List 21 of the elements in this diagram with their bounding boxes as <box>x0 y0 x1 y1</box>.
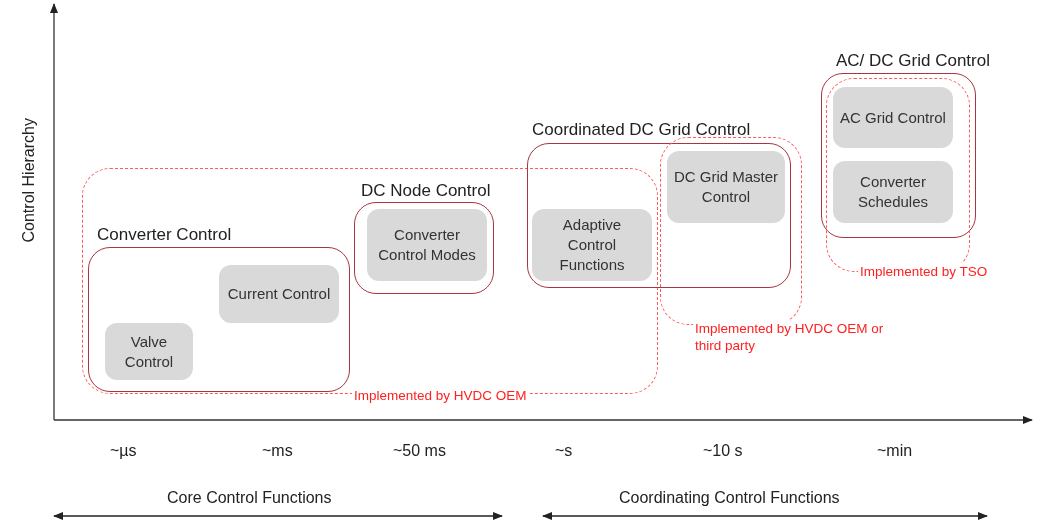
range-label: Coordinating Control Functions <box>619 489 840 507</box>
axis-title: Control Hierarchy <box>20 118 38 243</box>
process-box: Converter Control Modes <box>367 209 487 281</box>
process-box: Valve Control <box>105 323 193 380</box>
process-box: Adaptive Control Functions <box>532 209 652 281</box>
tick-label: ~50 ms <box>393 442 446 460</box>
tick-label: ~s <box>555 442 573 460</box>
tick-label: ~µs <box>110 442 137 460</box>
group-heading: Coordinated DC Grid Control <box>532 120 751 140</box>
tick-label: ~min <box>877 442 913 460</box>
region-label: Implemented by TSO <box>858 263 990 280</box>
process-box: Current Control <box>219 265 339 323</box>
group-heading: DC Node Control <box>361 181 491 201</box>
process-box: DC Grid Master Control <box>667 151 785 223</box>
tick-label: ~10 s <box>703 442 743 460</box>
range-label: Core Control Functions <box>167 489 332 507</box>
process-box: AC Grid Control <box>833 87 953 148</box>
process-box: Converter Schedules <box>833 161 953 223</box>
tick-label: ~ms <box>262 442 293 460</box>
group-heading: AC/ DC Grid Control <box>836 51 990 71</box>
group-heading: Converter Control <box>97 225 232 245</box>
